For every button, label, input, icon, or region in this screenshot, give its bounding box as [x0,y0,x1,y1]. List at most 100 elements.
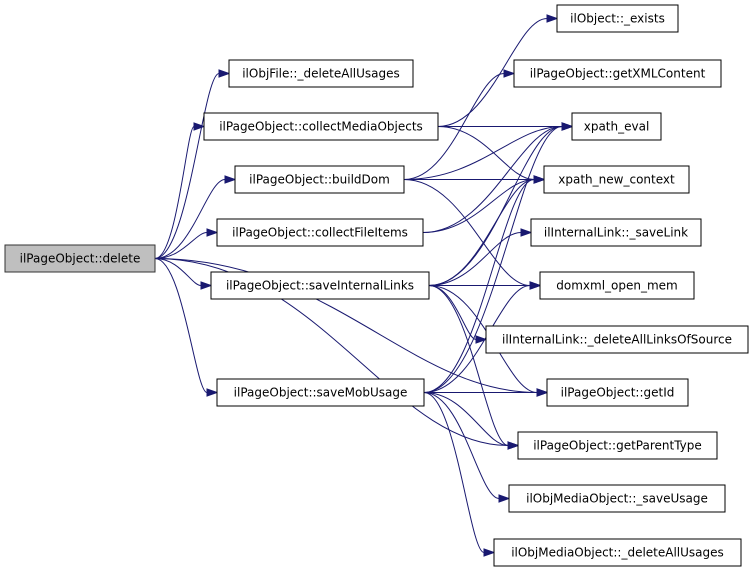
edge-line [423,126,563,393]
edge-collectMedia-to-exists [437,14,559,127]
edge-line [422,179,535,233]
node-xpath_ctx[interactable]: xpath_new_context [543,165,690,194]
node-saveInternal[interactable]: ilPageObject::saveInternalLinks [210,271,430,300]
edge-line [423,179,535,393]
edge-saveInternal-to-xpath_eval [428,122,574,286]
node-box [493,538,742,567]
node-label: ilPageObject::saveInternalLinks [226,279,414,293]
node-buildDom[interactable]: ilPageObject::buildDom [234,165,405,194]
node-domxml[interactable]: domxml_open_mem [539,271,695,300]
arrowhead-icon [520,228,533,237]
edge-line [154,73,220,259]
edge-line [154,179,226,259]
node-box [513,59,722,88]
edge-saveMob-to-xpath_ctx [423,175,546,393]
node-label: ilObject::_exists [570,12,665,26]
node-label: ilPageObject::collectFileItems [232,226,408,240]
node-box [216,218,424,247]
arrowhead-icon [498,494,511,503]
edge-delete-to-collectMedia [154,122,206,259]
node-box [216,378,425,407]
node-collectMedia[interactable]: ilPageObject::collectMediaObjects [203,112,439,141]
arrowhead-icon [224,175,237,184]
edge-line [437,18,548,127]
edge-line [154,258,538,393]
arrowhead-icon [546,14,559,23]
edge-line [428,179,535,286]
edge-line [403,126,563,180]
node-delLinks[interactable]: ilInternalLink::_deleteAllLinksOfSource [485,325,749,354]
node-box [546,378,689,407]
node-box [228,59,414,88]
edge-line [423,285,531,393]
edge-saveMob-to-mobSave [423,392,511,503]
node-label: ilPageObject::getXMLContent [530,67,706,81]
node-box [4,244,156,273]
node-box [539,271,695,300]
node-getParent[interactable]: ilPageObject::getParentType [517,431,718,460]
edge-saveInternal-to-getParent [428,285,520,450]
node-box [508,484,726,513]
edge-delete-to-objfile_delete [154,69,231,259]
arrowhead-icon [218,69,231,78]
nodes-layer: ilPageObject::delete ilObjFile::_deleteAl… [4,4,749,567]
node-objfile_delete[interactable]: ilObjFile::_deleteAllUsages [228,59,414,88]
edge-saveMob-to-getParent [423,392,520,450]
node-box [234,165,405,194]
node-label: ilObjMediaObject::_saveUsage [526,492,708,506]
node-saveMob[interactable]: ilPageObject::saveMobUsage [216,378,425,407]
edge-line [154,232,208,259]
arrowhead-icon [561,122,574,131]
edge-delete-to-collectFile [154,228,219,259]
node-label: ilPageObject::getId [561,386,675,400]
node-label: ilPageObject::getParentType [533,439,702,453]
arrowhead-icon [475,335,488,344]
node-label: ilPageObject::delete [20,252,141,266]
edge-line [403,179,531,286]
arrowhead-icon [533,175,546,184]
node-getId[interactable]: ilPageObject::getId [546,378,689,407]
node-box [517,431,718,460]
edge-line [423,392,500,499]
edge-saveInternal-to-saveLink [428,228,533,286]
edge-delete-to-saveInternal [154,258,213,290]
node-xpath_eval[interactable]: xpath_eval [571,112,662,141]
node-box [210,271,430,300]
edge-saveMob-to-getId [423,388,549,397]
node-collectFile[interactable]: ilPageObject::collectFileItems [216,218,424,247]
node-label: domxml_open_mem [556,279,677,293]
node-label: ilPageObject::saveMobUsage [234,386,408,400]
edge-line [423,392,485,553]
edge-saveMob-to-xpath_eval [423,122,574,393]
node-label: ilObjMediaObject::_deleteAllUsages [511,546,724,560]
node-box [485,325,749,354]
edge-line [154,258,208,393]
edge-line [154,126,195,259]
node-box [203,112,439,141]
node-delete[interactable]: ilPageObject::delete [4,244,156,273]
edge-line [403,73,505,180]
edge-saveMob-to-mobDelete [423,392,496,557]
edge-line [428,285,477,340]
node-getXML[interactable]: ilPageObject::getXMLContent [513,59,722,88]
edge-line [428,285,509,446]
edges-layer [154,14,574,557]
edge-line [423,392,509,446]
node-label: ilObjFile::_deleteAllUsages [242,67,400,81]
node-exists[interactable]: ilObject::_exists [556,4,679,33]
edge-line [428,126,563,286]
node-mobDelete[interactable]: ilObjMediaObject::_deleteAllUsages [493,538,742,567]
node-label: xpath_new_context [558,173,675,187]
node-box [556,4,679,33]
node-label: ilPageObject::buildDom [249,173,390,187]
node-saveLink[interactable]: ilInternalLink::_saveLink [530,218,702,247]
edge-buildDom-to-getXML [403,69,516,180]
arrowhead-icon [529,281,542,290]
edge-saveMob-to-domxml [423,281,542,393]
node-label: xpath_eval [584,120,650,134]
node-mobSave[interactable]: ilObjMediaObject::_saveUsage [508,484,726,513]
arrowhead-icon [206,228,219,237]
arrowhead-icon [507,441,520,450]
edge-line [428,232,522,286]
